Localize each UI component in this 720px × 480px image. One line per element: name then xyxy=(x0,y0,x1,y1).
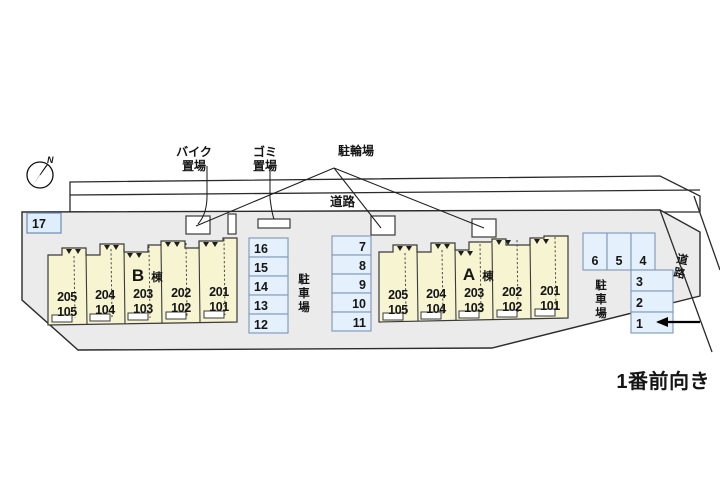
parking-label-center: 駐 車 場 xyxy=(298,272,310,314)
road-top: 道路 xyxy=(69,175,701,213)
parking-stall-17[interactable]: 17 xyxy=(26,212,62,234)
parking-label-right-char2: 車 xyxy=(595,292,607,306)
trash-label-line2: 置場 xyxy=(253,158,277,173)
parking-stall-label: 2 xyxy=(636,296,643,310)
parking-stall-label: 5 xyxy=(616,254,623,268)
unit-label: 105 xyxy=(57,305,77,319)
unit-label: 203 xyxy=(133,287,153,301)
parking-label-center-char1: 駐 xyxy=(298,272,310,286)
amenity-labels: バイク 置場 ゴミ 置場 駐輪場 xyxy=(176,143,374,173)
unit-label: 204 xyxy=(95,288,115,302)
building-b-vent-marks xyxy=(66,242,218,258)
bike-label-line1: バイク xyxy=(176,145,212,159)
unit-label: 204 xyxy=(426,287,446,301)
parking-stall-label: 15 xyxy=(254,261,268,275)
building-a-name: A xyxy=(463,265,475,284)
bicycle-parking-label: 駐輪場 xyxy=(338,143,374,158)
parking-stall[interactable]: 3 xyxy=(630,269,674,292)
building-a-vent-marks xyxy=(397,239,549,256)
parking-stall[interactable]: 5 xyxy=(606,232,632,271)
parking-stall[interactable]: 7 xyxy=(331,235,372,256)
amenity-bicycle-parking-center[interactable] xyxy=(370,215,396,236)
amenity-trash-area[interactable] xyxy=(257,218,291,229)
bike-label-line2: 置場 xyxy=(182,158,206,173)
unit-label: 202 xyxy=(171,286,191,300)
parking-stall[interactable]: 2 xyxy=(630,290,674,313)
unit-label: 202 xyxy=(502,285,522,299)
parking-stall-label: 12 xyxy=(254,318,268,332)
unit-label: 102 xyxy=(502,300,522,314)
parking-stall-label: 8 xyxy=(359,259,366,273)
parking-column-right: 7 8 9 10 11 xyxy=(331,235,372,332)
parking-stall[interactable]: 12 xyxy=(248,313,289,334)
compass-north-label: N xyxy=(47,155,54,165)
unit-label: 205 xyxy=(57,290,77,304)
parking-stall[interactable]: 10 xyxy=(331,292,372,313)
parking-label-right-char1: 駐 xyxy=(595,278,607,292)
road-right-label-char2: 路 xyxy=(672,265,687,281)
building-b: B 棟 205 105 204 104 203 103 202 102 201 … xyxy=(47,237,238,326)
building-a-name-suffix: 棟 xyxy=(482,269,494,283)
road-right: 道 路 xyxy=(659,195,720,353)
unit-label: 101 xyxy=(540,299,560,313)
unit-label: 203 xyxy=(464,286,484,300)
parking-label-right-char3: 場 xyxy=(595,306,607,320)
unit-label: 104 xyxy=(95,303,115,317)
amenity-bicycle-slot[interactable] xyxy=(227,213,237,235)
building-b-entrances xyxy=(51,310,225,323)
parking-stall[interactable]: 11 xyxy=(331,311,372,332)
unit-label: 201 xyxy=(540,284,560,298)
building-a-balcony-lines xyxy=(404,236,557,316)
parking-stall[interactable]: 4 xyxy=(630,232,656,271)
parking-stall[interactable]: 9 xyxy=(331,273,372,294)
parking-column-left: 16 15 14 13 12 xyxy=(248,237,289,334)
parking-label-center-char3: 場 xyxy=(298,300,310,314)
building-a-dividers xyxy=(416,239,532,322)
parking-stall[interactable]: 6 xyxy=(582,232,608,271)
leader-lines xyxy=(195,166,485,229)
parking-stall[interactable]: 8 xyxy=(331,254,372,275)
road-right-label-char1: 道 xyxy=(675,251,690,267)
parking-label-center-char2: 車 xyxy=(298,286,310,300)
parking-stall[interactable]: 13 xyxy=(248,294,289,315)
parking-stall-label: 16 xyxy=(254,242,268,256)
trash-label-line1: ゴミ xyxy=(253,144,277,159)
parking-stall[interactable]: 16 xyxy=(248,237,289,258)
parking-stall-label: 14 xyxy=(254,280,268,294)
parking-stall[interactable]: 14 xyxy=(248,275,289,296)
unit-label: 103 xyxy=(464,301,484,315)
building-b-name: B xyxy=(132,266,144,285)
entrance-direction-arrow xyxy=(656,317,700,327)
parking-stall-label: 13 xyxy=(254,299,268,313)
parking-stall-label: 11 xyxy=(353,316,366,330)
parking-far-right-stack: 3 2 1 xyxy=(630,269,674,334)
unit-label: 205 xyxy=(388,288,408,302)
orientation-note: 1番前向き xyxy=(616,369,710,393)
unit-label: 104 xyxy=(426,302,446,316)
parking-stall-label: 1 xyxy=(636,317,643,331)
unit-label: 105 xyxy=(388,303,408,317)
compass-rose: N xyxy=(26,155,54,189)
road-top-label: 道路 xyxy=(330,194,356,209)
building-b-balcony-lines xyxy=(73,238,226,319)
parking-stall[interactable]: 15 xyxy=(248,256,289,277)
parking-stall-17-label: 17 xyxy=(32,217,46,231)
unit-label: 101 xyxy=(209,300,229,314)
parking-stall-label: 4 xyxy=(640,254,647,268)
building-b-dividers xyxy=(85,240,201,325)
parking-stall-label: 9 xyxy=(359,278,366,292)
parking-stall-label: 7 xyxy=(359,240,366,254)
building-a-entrances xyxy=(382,308,556,321)
building-b-name-suffix: 棟 xyxy=(151,270,163,284)
unit-label: 103 xyxy=(133,302,153,316)
parking-stall-label: 3 xyxy=(636,275,643,289)
parking-stall-label: 10 xyxy=(352,297,366,311)
unit-label: 201 xyxy=(209,285,229,299)
parking-far-right-top-row: 6 5 4 xyxy=(582,232,656,271)
building-a: A 棟 205 105 204 104 203 103 202 102 201 … xyxy=(378,235,569,323)
parking-stall-label: 6 xyxy=(592,254,599,268)
parking-label-right: 駐 車 場 xyxy=(595,278,607,320)
unit-label: 102 xyxy=(171,301,191,315)
